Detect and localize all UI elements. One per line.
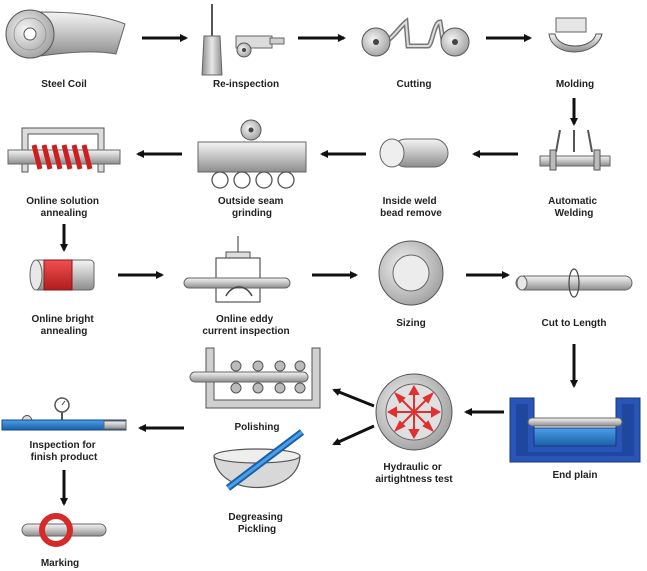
hydraulic-or-airtightness-test-icon	[375, 373, 453, 451]
flow-arrow	[332, 424, 375, 446]
outside-seam-grinding-icon	[197, 119, 307, 189]
step-outside-seam-grinding-label: Outside seam grinding	[218, 196, 286, 219]
steel-coil-icon	[5, 9, 126, 59]
pressure-arrows	[386, 384, 442, 440]
step-cut-to-length-label: Cut to Length	[542, 318, 607, 329]
step-automatic-welding-label: Automatic Welding	[548, 196, 600, 219]
online-solution-annealing-icon	[7, 127, 121, 173]
step-degreasing-pickling-label: Degreasing Pickling	[228, 512, 285, 535]
step-cutting-label: Cutting	[397, 79, 432, 90]
inspection-for-finish-product-icon	[1, 397, 127, 431]
sizing-icon	[378, 240, 444, 306]
step-polishing-label: Polishing	[235, 422, 280, 433]
polishing-icon	[189, 347, 321, 409]
end-plain-icon	[509, 397, 641, 463]
step-online-bright-annealing-label: Online bright annealing	[32, 314, 97, 337]
degreasing-pickling-icon	[213, 429, 305, 491]
cutting-icon	[361, 17, 470, 57]
cut-to-length-icon	[515, 268, 633, 298]
re-inspection-icon	[201, 4, 285, 76]
step-online-eddy-current-inspection-label: Online eddy current inspection	[202, 314, 289, 337]
automatic-welding-icon	[539, 129, 611, 171]
flow-arrow	[332, 388, 375, 408]
molding-icon	[548, 17, 603, 53]
step-re-inspection-label: Re-inspection	[213, 79, 279, 90]
marking-icon	[21, 513, 107, 547]
online-eddy-current-inspection-icon	[183, 236, 291, 303]
inside-weld-bead-remove-icon	[379, 138, 449, 168]
step-molding-label: Molding	[556, 79, 594, 90]
step-online-solution-annealing-label: Online solution annealing	[26, 196, 102, 219]
step-sizing-label: Sizing	[396, 318, 425, 329]
step-hydraulic-or-airtightness-test-label: Hydraulic or airtightness test	[375, 462, 453, 485]
step-inside-weld-bead-remove-label: Inside weld bead remove	[380, 196, 442, 219]
step-inspection-for-finish-product-label: Inspection for finish product	[30, 440, 99, 463]
step-end-plain-label: End plain	[553, 470, 598, 481]
online-bright-annealing-icon	[29, 259, 95, 291]
step-marking-label: Marking	[41, 558, 79, 569]
step-steel-coil-label: Steel Coil	[41, 79, 87, 90]
